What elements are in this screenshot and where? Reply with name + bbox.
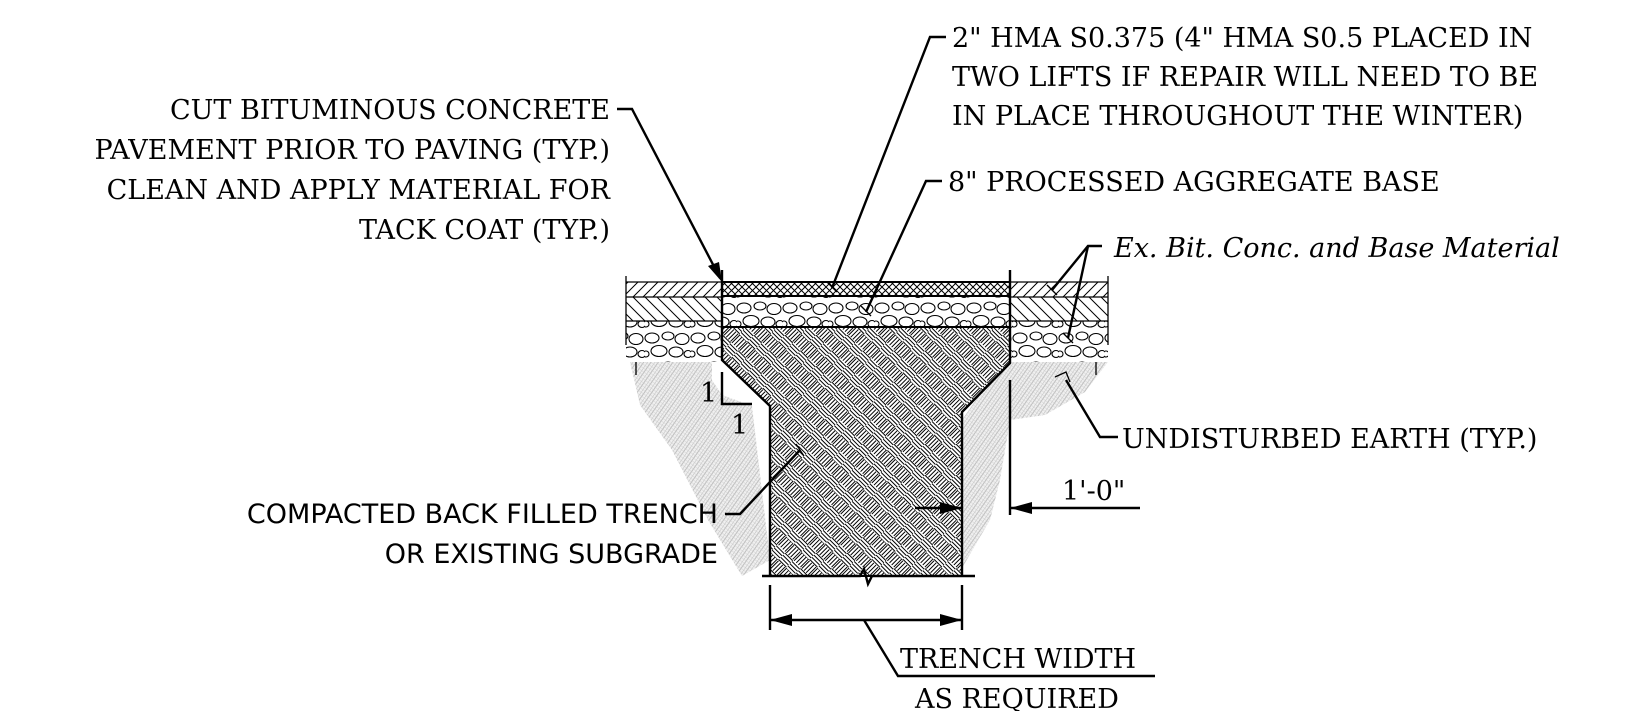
svg-text:CUT BITUMINOUS CONCRETE: CUT BITUMINOUS CONCRETE <box>170 95 610 126</box>
cut-bituminous-callout: CUT BITUMINOUS CONCRETE PAVEMENT PRIOR T… <box>94 95 722 282</box>
svg-text:1'-0": 1'-0" <box>1062 476 1125 507</box>
svg-text:TACK COAT (TYP.): TACK COAT (TYP.) <box>359 215 610 246</box>
existing-material-callout: Ex. Bit. Conc. and Base Material <box>1046 233 1560 344</box>
svg-text:TRENCH WIDTH: TRENCH WIDTH <box>900 644 1136 675</box>
svg-text:UNDISTURBED EARTH (TYP.): UNDISTURBED EARTH (TYP.) <box>1122 424 1537 455</box>
undisturbed-earth-callout: UNDISTURBED EARTH (TYP.) <box>1054 371 1537 455</box>
svg-text:1: 1 <box>700 378 717 409</box>
svg-text:Ex. Bit. Conc. and Base Materi: Ex. Bit. Conc. and Base Material <box>1113 233 1560 264</box>
trench-width-dimension: TRENCH WIDTH AS REQUIRED <box>768 585 1155 711</box>
svg-text:8" PROCESSED AGGREGATE BASE: 8" PROCESSED AGGREGATE BASE <box>948 167 1440 198</box>
undisturbed-earth <box>630 362 770 576</box>
svg-text:1: 1 <box>731 410 748 441</box>
svg-text:2" HMA S0.375 (4" HMA S0.5 PLA: 2" HMA S0.375 (4" HMA S0.5 PLACED IN <box>952 23 1532 54</box>
svg-text:IN PLACE THROUGHOUT THE WINTER: IN PLACE THROUGHOUT THE WINTER) <box>952 101 1523 132</box>
backfill-callout: COMPACTED BACK FILLED TRENCH OR EXISTING… <box>247 443 805 570</box>
existing-pavement-right <box>1010 276 1109 375</box>
hma-callout: 2" HMA S0.375 (4" HMA S0.5 PLACED IN TWO… <box>826 23 1538 293</box>
existing-pavement-left <box>625 276 722 375</box>
undisturbed-earth-right <box>962 362 1108 568</box>
aggregate-callout: 8" PROCESSED AGGREGATE BASE <box>860 167 1440 317</box>
slope-indicator: 1 1 <box>700 372 752 441</box>
trench-bottom-break <box>762 565 975 588</box>
svg-text:OR EXISTING SUBGRADE: OR EXISTING SUBGRADE <box>385 539 718 570</box>
svg-text:PAVEMENT PRIOR TO PAVING (TYP.: PAVEMENT PRIOR TO PAVING (TYP.) <box>94 135 610 166</box>
svg-text:CLEAN AND APPLY MATERIAL FOR: CLEAN AND APPLY MATERIAL FOR <box>107 175 611 206</box>
svg-text:COMPACTED BACK FILLED TRENCH: COMPACTED BACK FILLED TRENCH <box>247 499 718 530</box>
hma-layer <box>721 281 1011 297</box>
svg-text:AS REQUIRED: AS REQUIRED <box>914 684 1119 711</box>
svg-text:TWO LIFTS IF REPAIR WILL NEED: TWO LIFTS IF REPAIR WILL NEED TO BE <box>952 62 1538 93</box>
offset-dimension: 1'-0" <box>915 380 1140 515</box>
